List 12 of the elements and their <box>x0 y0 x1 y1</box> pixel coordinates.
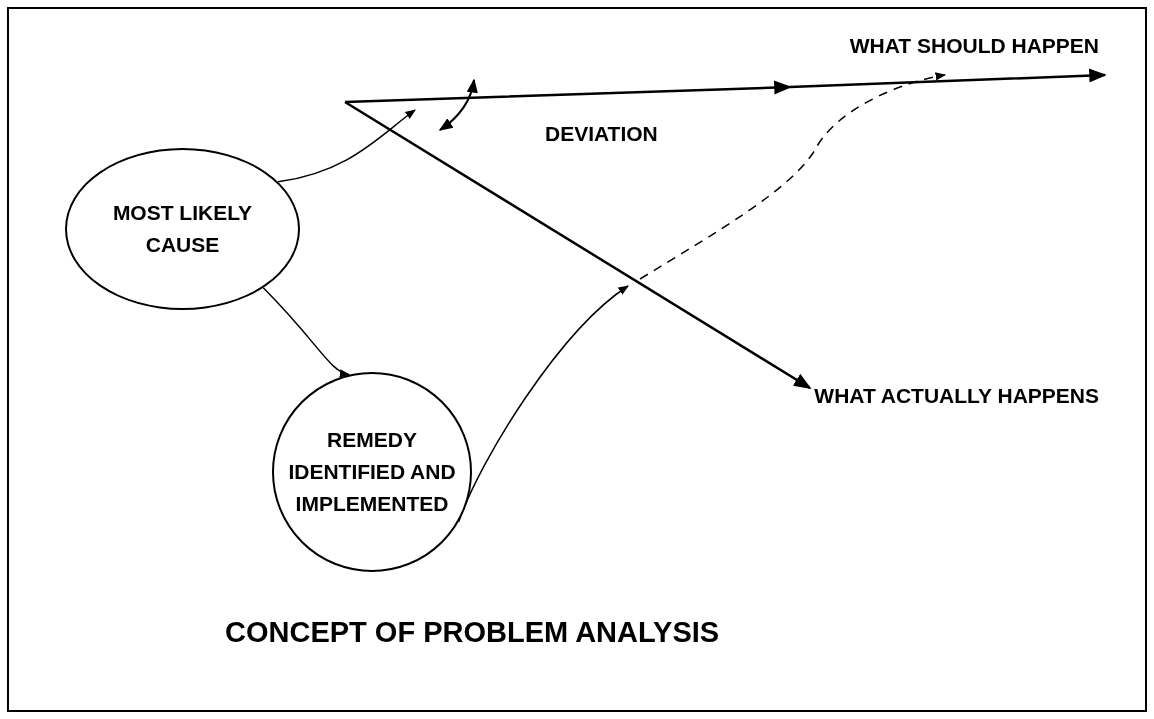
dashed-arrow <box>639 72 947 280</box>
angle-label: DEVIATION <box>545 122 658 146</box>
cause-ellipse: MOST LIKELY CAUSE <box>65 148 300 310</box>
arrow <box>457 285 629 523</box>
arrow <box>344 100 812 390</box>
remedy-ellipse: REMEDY IDENTIFIED AND IMPLEMENTED <box>272 372 472 572</box>
line-label: WHAT ACTUALLY HAPPENS <box>810 360 1105 432</box>
arrow <box>344 68 1107 104</box>
arrow <box>277 109 416 183</box>
line-label: WHAT SHOULD HAPPEN <box>795 30 1105 75</box>
arrow <box>262 287 351 377</box>
caption: CONCEPT OF PROBLEM ANALYSIS <box>225 616 720 649</box>
